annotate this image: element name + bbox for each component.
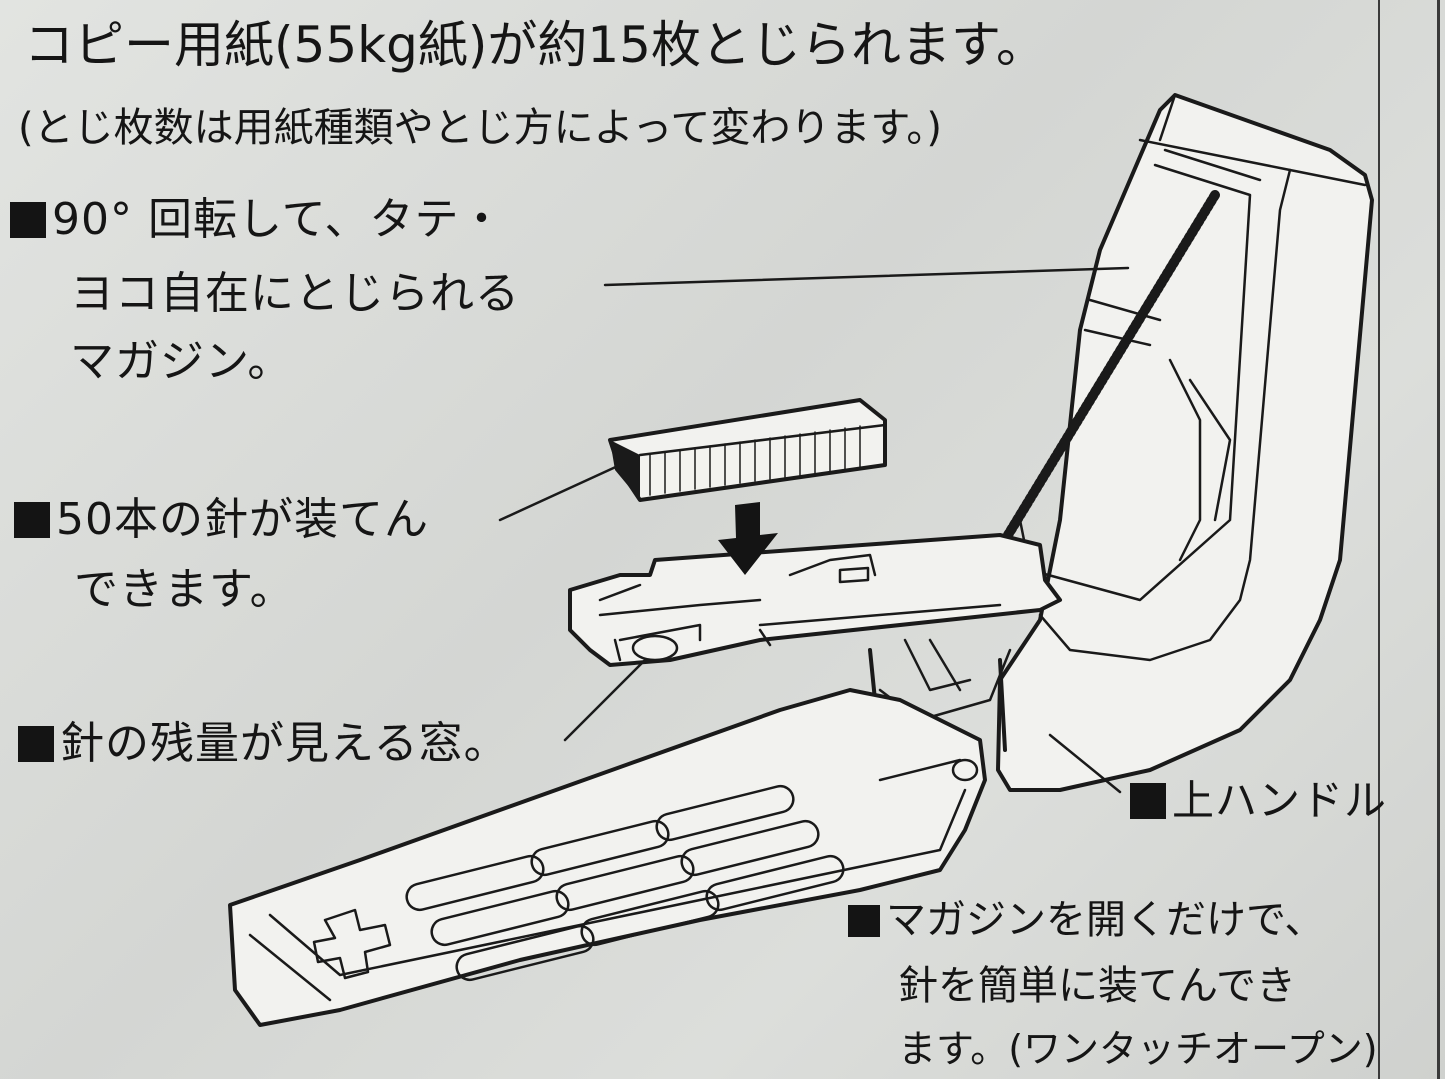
bullet-square-icon	[14, 502, 50, 538]
staple-strip-end	[610, 440, 640, 500]
bullet-square-icon	[848, 905, 880, 937]
header-note: (とじ枚数は用紙種類やとじ方によって変わります。)	[18, 105, 943, 151]
leader-staples	[498, 463, 622, 522]
base-grip-slots	[405, 784, 845, 982]
remaining-window	[631, 634, 679, 662]
leader-magazine	[603, 266, 1130, 287]
upper-handle-arm	[996, 93, 1374, 792]
callout-line: 90° 回転して、タテ・	[52, 194, 505, 245]
callout-line: 上ハンドル	[1172, 776, 1388, 825]
callout-line: 針の残量が見える窓。	[60, 718, 509, 769]
leader-window	[563, 658, 647, 742]
upper-handle-inner	[1038, 138, 1292, 662]
header-capacity: コピー用紙(55kg紙)が約15枚とじられます。	[24, 16, 1046, 74]
callout-line: ヨコ自在にとじられる	[70, 268, 520, 319]
base-plus-mark	[312, 908, 392, 980]
down-arrow-icon	[718, 502, 778, 575]
callout-line: マガジンを開くだけで、	[886, 897, 1325, 943]
callout-line: 針を簡単に装てんでき	[898, 963, 1296, 1009]
leader-handle	[1048, 733, 1122, 794]
bullet-square-icon	[1130, 783, 1166, 819]
callout-line: マガジン。	[70, 336, 293, 387]
callout-line: 50本の針が装てん	[56, 494, 429, 545]
bullet-square-icon	[18, 726, 54, 762]
bullet-square-icon	[10, 202, 46, 238]
magazine-spring	[1003, 190, 1220, 540]
base-plate	[228, 688, 987, 1027]
box-edge-line-right	[1437, 0, 1440, 1079]
callout-line: ます。(ワンタッチオープン)	[898, 1027, 1378, 1071]
callout-line: できます。	[74, 564, 295, 615]
box-edge-line	[1378, 0, 1380, 1079]
magazine-tray	[568, 533, 1062, 667]
